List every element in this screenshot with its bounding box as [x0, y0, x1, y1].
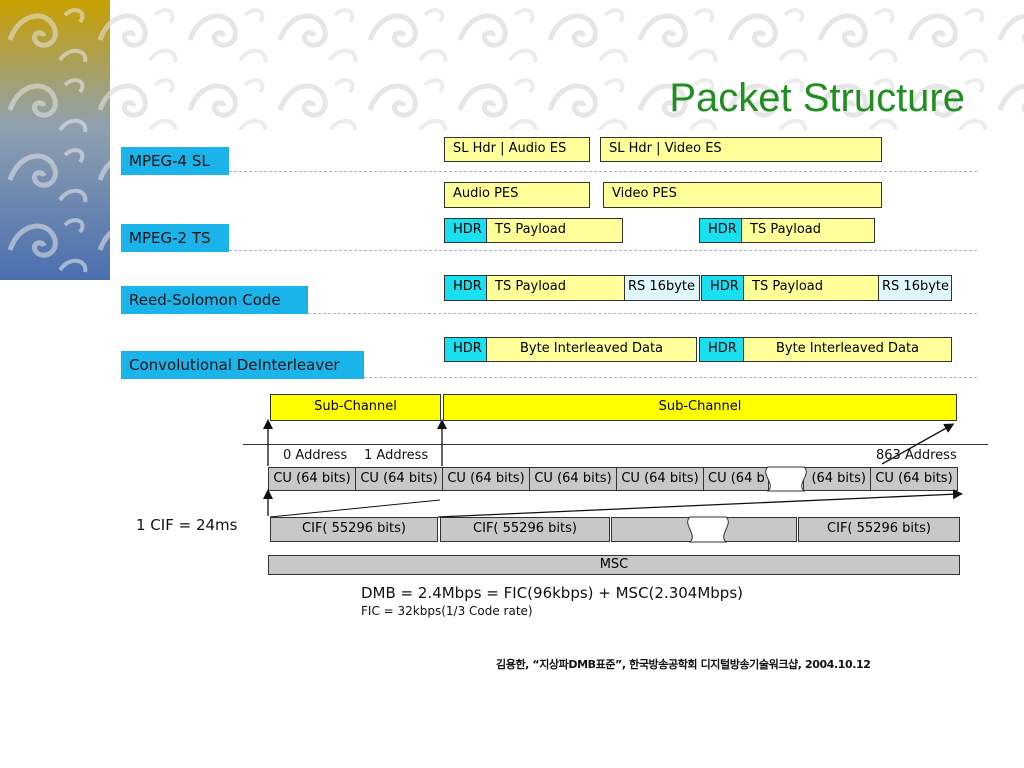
- msc-bar: MSC: [268, 555, 960, 575]
- separator-line: [229, 250, 977, 251]
- cif-duration-label: 1 CIF = 24ms: [136, 516, 238, 534]
- rs-payload-box: TS Payload: [743, 275, 879, 301]
- rs-16byte-box: RS 16byte: [624, 275, 700, 301]
- cu-box: CU (64 bits): [870, 467, 958, 491]
- ts-hdr-box: HDR: [444, 218, 487, 243]
- interleaved-data-box: Byte Interleaved Data: [743, 337, 952, 362]
- page-title: Packet Structure: [669, 76, 965, 120]
- label-mpeg4-sl: MPEG-4 SL: [121, 147, 229, 175]
- dmb-formula: DMB = 2.4Mbps = FIC(96kbps) + MSC(2.304M…: [361, 584, 743, 602]
- label-reed-solomon: Reed-Solomon Code: [121, 286, 308, 314]
- ts-payload-box: TS Payload: [741, 218, 875, 243]
- ts-hdr-box: HDR: [699, 218, 742, 243]
- separator-line: [308, 313, 977, 314]
- rs-16byte-box: RS 16byte: [878, 275, 952, 301]
- address-1-label: 1 Address: [364, 448, 429, 463]
- sl-audio-es-box: SL Hdr | Audio ES: [444, 137, 590, 162]
- separator-line: [229, 171, 977, 172]
- rs-hdr-box: HDR: [444, 275, 487, 301]
- citation-text: 김용한, “지상파DMB표준”, 한국방송공학회 디지털방송기술워크샵, 200…: [496, 658, 871, 671]
- label-mpeg2-ts: MPEG-2 TS: [121, 224, 229, 252]
- rs-hdr-box: HDR: [701, 275, 744, 301]
- address-863-label: 863 Address: [876, 448, 957, 463]
- cu-box: CU (64 bits): [268, 467, 356, 491]
- separator-line: [364, 377, 977, 378]
- cu-box: CU (64 bits): [529, 467, 617, 491]
- sub-channel-box: Sub-Channel: [270, 394, 441, 421]
- label-conv-deinterleaver: Convolutional DeInterleaver: [121, 351, 364, 379]
- cu-box: CU (64 bits): [442, 467, 530, 491]
- cif-box: CIF( 55296 bits): [270, 517, 438, 542]
- cif-box: CIF( 55296 bits): [440, 517, 610, 542]
- timeline-line: [243, 444, 988, 445]
- cu-box: CU (64 bits): [355, 467, 443, 491]
- interleaved-data-box: Byte Interleaved Data: [486, 337, 697, 362]
- cu-box: CU (64 bits): [616, 467, 704, 491]
- cu-box-partial: CU (64 b: [703, 467, 769, 491]
- ts-payload-box: TS Payload: [486, 218, 623, 243]
- interleave-hdr-box: HDR: [444, 337, 487, 362]
- cu-box-partial: (64 bits): [803, 467, 871, 491]
- address-0-label: 0 Address: [283, 448, 348, 463]
- video-pes-box: Video PES: [603, 182, 882, 208]
- audio-pes-box: Audio PES: [444, 182, 590, 208]
- rs-payload-box: TS Payload: [486, 275, 625, 301]
- sl-video-es-box: SL Hdr | Video ES: [600, 137, 882, 162]
- fic-formula: FIC = 32kbps(1/3 Code rate): [361, 604, 533, 618]
- interleave-hdr-box: HDR: [699, 337, 744, 362]
- sub-channel-box: Sub-Channel: [443, 394, 957, 421]
- cif-gap-box: [611, 517, 797, 542]
- cif-box: CIF( 55296 bits): [798, 517, 960, 542]
